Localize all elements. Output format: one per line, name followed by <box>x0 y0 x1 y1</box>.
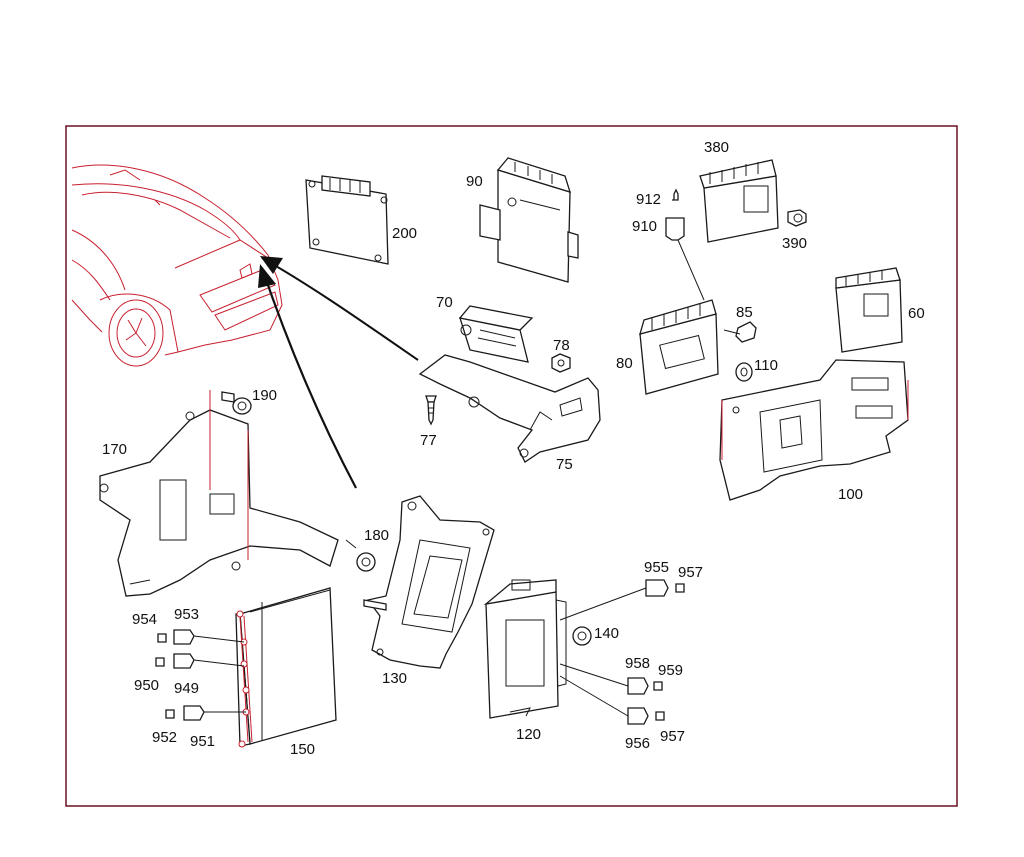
label-80: 80 <box>616 355 633 372</box>
label-959: 959 <box>658 662 683 679</box>
part-110 <box>735 362 753 382</box>
label-90: 90 <box>466 173 483 190</box>
label-170: 170 <box>102 441 127 458</box>
label-130: 130 <box>382 670 407 687</box>
label-949: 949 <box>174 680 199 697</box>
label-954: 954 <box>132 611 157 628</box>
label-180: 180 <box>364 527 389 544</box>
label-110: 110 <box>754 357 778 374</box>
label-955: 955 <box>644 559 669 576</box>
label-78: 78 <box>553 337 570 354</box>
label-190: 190 <box>252 387 277 404</box>
part-120 <box>483 579 567 719</box>
label-60: 60 <box>908 305 925 322</box>
label-958: 958 <box>625 655 650 672</box>
label-150: 150 <box>290 741 315 758</box>
part-85 <box>723 321 757 343</box>
connectors-150 <box>155 629 246 721</box>
label-390: 390 <box>782 235 807 252</box>
label-100: 100 <box>838 486 863 503</box>
part-170 <box>99 390 339 597</box>
label-950: 950 <box>134 677 159 694</box>
part-90 <box>479 157 579 283</box>
part-80 <box>639 299 719 395</box>
part-130 <box>363 495 495 669</box>
label-85: 85 <box>736 304 753 321</box>
part-140 <box>572 626 592 646</box>
label-956: 956 <box>625 735 650 752</box>
label-120: 120 <box>516 726 541 743</box>
part-380 <box>699 159 779 243</box>
part-78 <box>551 353 571 373</box>
diagram-frame <box>65 125 958 807</box>
part-60 <box>835 267 903 353</box>
label-200: 200 <box>392 225 417 242</box>
label-380: 380 <box>704 139 729 156</box>
part-77 <box>425 395 437 426</box>
part-180 <box>345 539 376 572</box>
label-910: 910 <box>632 218 657 235</box>
part-200 <box>305 175 389 265</box>
label-957-bottom: 957 <box>660 728 685 745</box>
part-912 <box>672 188 679 201</box>
label-953: 953 <box>174 606 199 623</box>
part-70 <box>458 305 534 363</box>
part-75 <box>418 354 601 463</box>
part-100 <box>719 359 909 501</box>
label-75: 75 <box>556 456 573 473</box>
label-77: 77 <box>420 432 437 449</box>
part-190 <box>221 391 252 415</box>
part-labels: 380 912 910 390 90 200 70 78 85 80 110 6… <box>102 139 925 758</box>
part-390 <box>787 209 807 227</box>
connectors-120 <box>559 579 685 725</box>
label-951: 951 <box>190 733 215 750</box>
location-arrows <box>258 256 419 489</box>
part-910 <box>665 217 685 241</box>
label-957-top: 957 <box>678 564 703 581</box>
label-140: 140 <box>594 625 619 642</box>
label-952: 952 <box>152 729 177 746</box>
label-70: 70 <box>436 294 453 311</box>
label-912: 912 <box>636 191 661 208</box>
vehicle-outline <box>71 164 283 367</box>
part-150 <box>235 587 337 748</box>
